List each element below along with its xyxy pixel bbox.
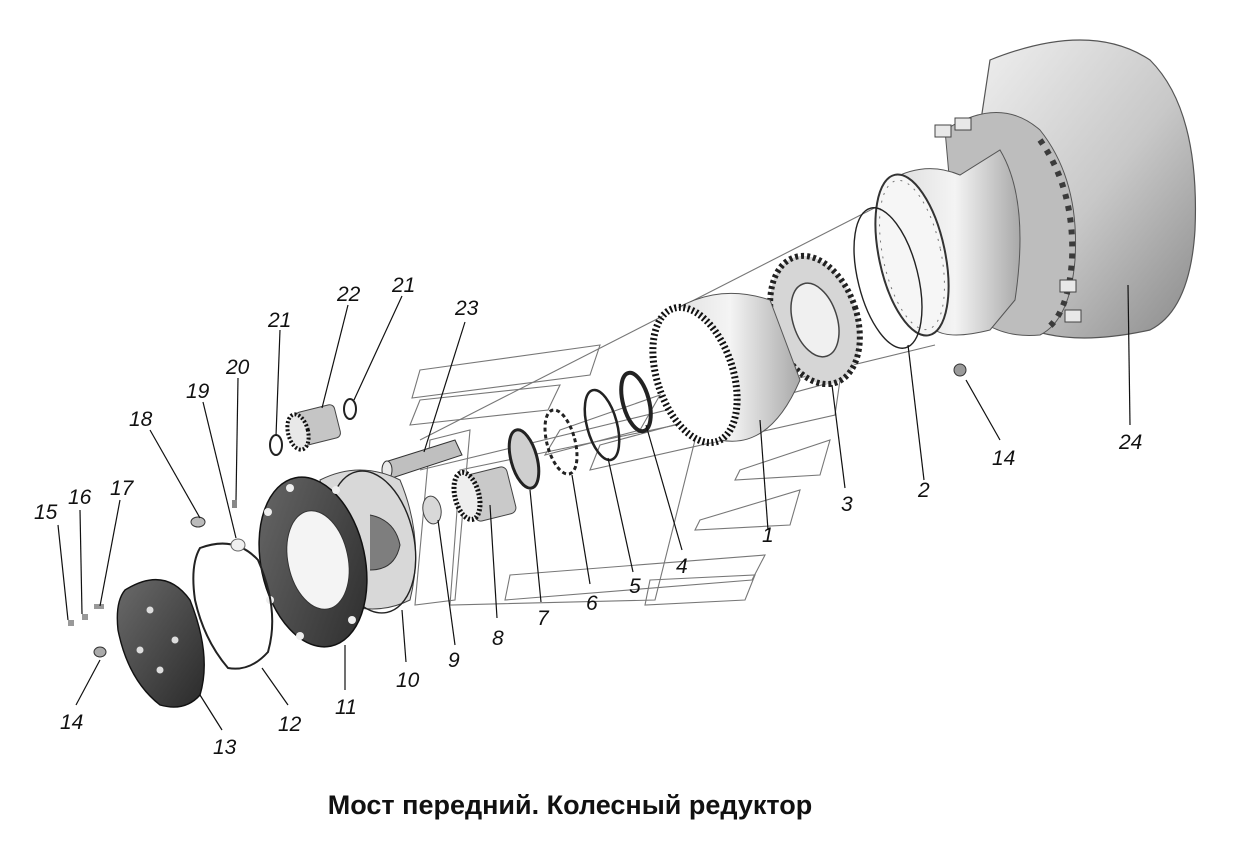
- lock-ring-6-part: [543, 408, 579, 476]
- callout-14a: 14: [60, 711, 83, 734]
- callout-7: 7: [537, 607, 550, 630]
- thrust-ring-4-part: [619, 370, 653, 434]
- callout-8: 8: [492, 627, 504, 650]
- disk-7-part: [507, 428, 541, 490]
- callout-21b: 21: [391, 274, 415, 297]
- cover-part: [116, 578, 205, 708]
- callout-21a: 21: [267, 309, 291, 332]
- sun-gear-part: [451, 466, 517, 522]
- planet-gear-part: [285, 404, 341, 452]
- washer-21a-part: [269, 434, 283, 456]
- callout-6: 6: [586, 592, 598, 615]
- leader-lines: [57, 284, 1131, 731]
- ring-gear-part: [649, 292, 801, 447]
- gasket-part: [192, 542, 274, 670]
- callout-4: 4: [676, 555, 688, 578]
- callout-20: 20: [225, 356, 250, 379]
- callout-13: 13: [213, 736, 237, 759]
- callout-23: 23: [454, 297, 479, 320]
- callout-3: 3: [841, 493, 853, 516]
- carrier-disk-part: [767, 252, 863, 388]
- callout-11: 11: [335, 696, 357, 719]
- callout-1: 1: [762, 524, 774, 547]
- callout-labels: 1 2 3 4 5 6 7 8 9 10 11 12 13 14 14 15 1…: [34, 274, 1142, 759]
- callout-17: 17: [110, 477, 135, 500]
- diagram-caption: Мост передний. Колесный редуктор: [327, 790, 813, 820]
- callout-5: 5: [629, 575, 641, 598]
- callout-2: 2: [917, 479, 930, 502]
- callout-16: 16: [68, 486, 92, 509]
- callout-15: 15: [34, 501, 58, 524]
- washer-21b-part: [343, 398, 357, 420]
- flange-part: [258, 476, 368, 648]
- callout-12: 12: [278, 713, 302, 736]
- callout-24: 24: [1118, 431, 1142, 454]
- washer-5-part: [583, 388, 621, 462]
- small-parts: [68, 500, 246, 658]
- callout-19: 19: [186, 380, 210, 403]
- shaft-part: [381, 439, 463, 480]
- o-ring-part: [853, 207, 923, 349]
- washer-9-part: [422, 495, 442, 525]
- callout-10: 10: [396, 669, 420, 692]
- callout-9: 9: [448, 649, 460, 672]
- callout-18: 18: [129, 408, 153, 431]
- callout-22: 22: [336, 283, 361, 306]
- hub-flange-part: [874, 149, 1021, 377]
- callout-14b: 14: [992, 447, 1015, 470]
